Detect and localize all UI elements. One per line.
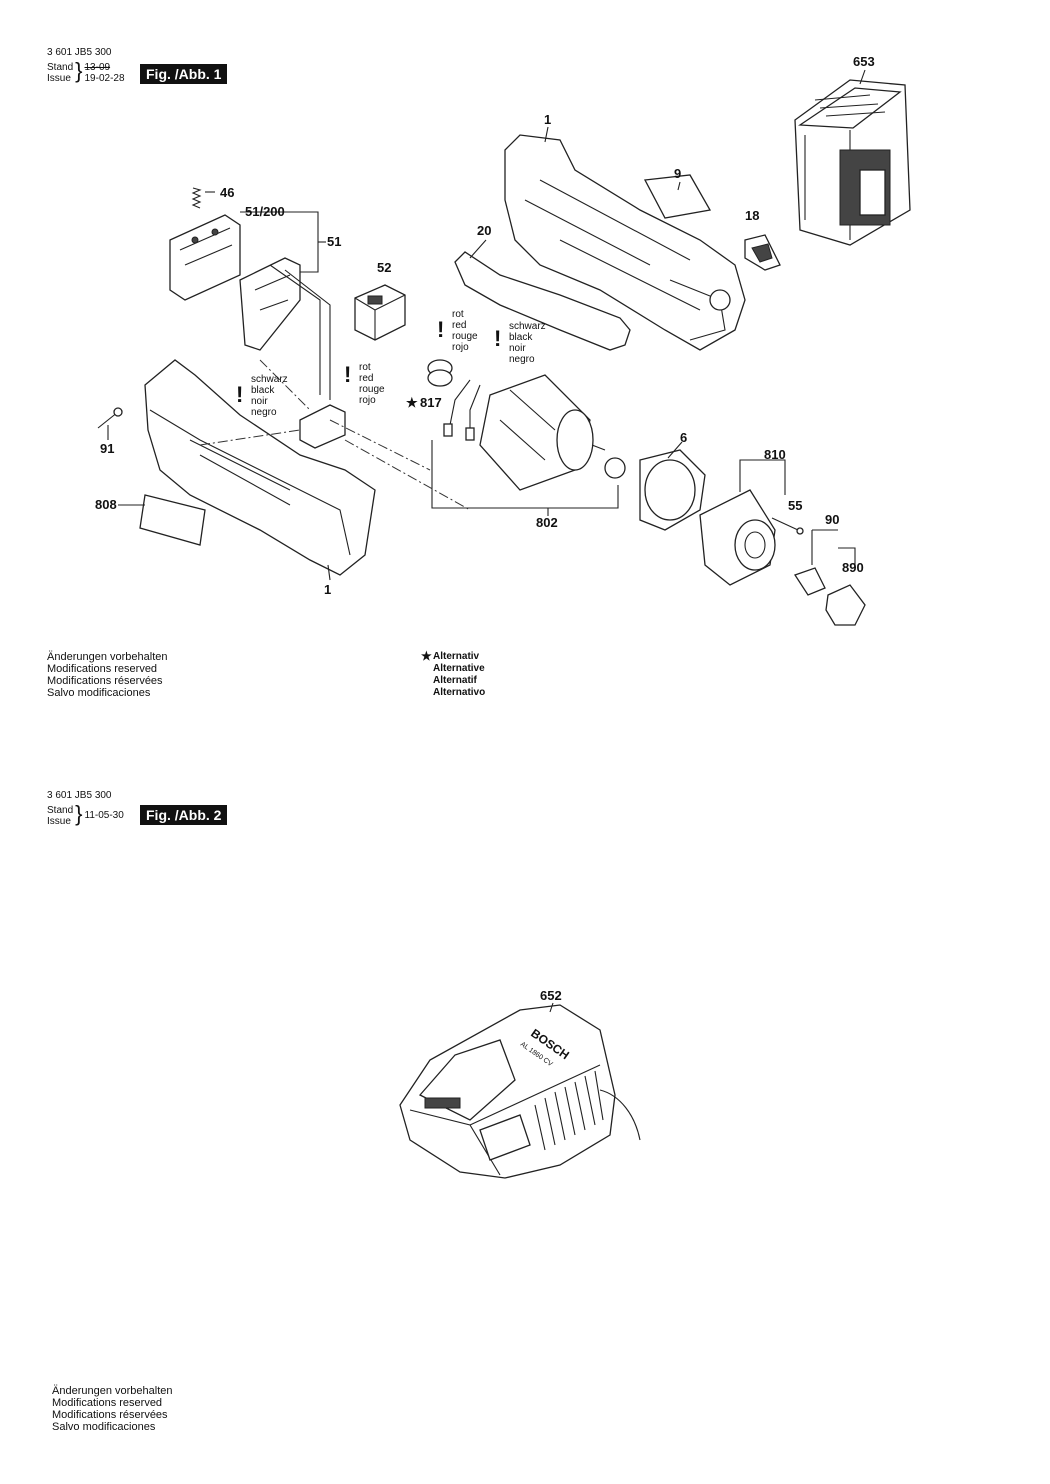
- charger-drawing: BOSCH AL 1860 CV: [399, 1004, 641, 1179]
- svg-text:negro: negro: [251, 407, 277, 418]
- svg-text:red: red: [359, 373, 373, 384]
- svg-text:rouge: rouge: [359, 384, 385, 395]
- part-number-890: 890: [842, 560, 864, 575]
- housing-half-bottom-drawing: [144, 359, 376, 576]
- part-number-55: 55: [788, 498, 802, 513]
- fig1-code: 3 601 JB5 300: [47, 47, 112, 58]
- fig1-part-labels: 653 1 9 18 46 51/200 51 20 52 91 ★ 817 6…: [95, 54, 875, 597]
- rail-20-drawing: [454, 251, 631, 351]
- fig2-code: 3 601 JB5 300: [47, 790, 112, 801]
- svg-text:negro: negro: [509, 354, 535, 365]
- svg-text:rojo: rojo: [359, 395, 376, 406]
- warning-icon: !: [437, 317, 444, 342]
- wire-note-black-right: ! schwarz black noir negro: [494, 321, 546, 365]
- fig2-stand-label: Stand: [47, 805, 74, 816]
- part-number-808: 808: [95, 497, 117, 512]
- module-52-drawing: [354, 284, 406, 341]
- part-number-1-bottom: 1: [324, 582, 331, 597]
- gear-head-810-drawing: [699, 489, 776, 586]
- label-sticker-9-drawing: [643, 174, 712, 219]
- fig2-date: 11-05-30: [84, 810, 124, 821]
- part-number-817: 817: [420, 395, 442, 410]
- svg-text:black: black: [251, 385, 275, 396]
- fig1-issue-date: 19-02-28: [84, 73, 125, 84]
- screw-91-drawing: [97, 407, 123, 429]
- fig2-modifications-note: Änderungen vorbehalten Modifications res…: [52, 1385, 173, 1433]
- part-number-18: 18: [745, 208, 759, 223]
- part-number-51-200: 51/200: [245, 204, 285, 219]
- fig1-stand-label: Stand: [47, 62, 74, 73]
- part-number-1-top: 1: [544, 112, 551, 127]
- fig1-label: Fig. /Abb. 1: [140, 64, 228, 84]
- wire-note-black-left: ! schwarz black noir negro: [236, 374, 288, 418]
- part-number-91: 91: [100, 441, 114, 456]
- motor-802-drawing: [443, 374, 606, 491]
- fig1-issue-label: Issue: [47, 73, 71, 84]
- part-number-90: 90: [825, 512, 839, 527]
- label-808-drawing: [139, 494, 206, 546]
- part-number-51: 51: [327, 234, 341, 249]
- wire-note-red-left: ! rot red rouge rojo: [437, 309, 478, 353]
- screw-55-drawing: [771, 517, 804, 535]
- fig2-header: 3 601 JB5 300 Stand Issue } 11-05-30: [47, 790, 124, 827]
- part-number-9: 9: [674, 166, 681, 181]
- connector-drawing: [299, 404, 346, 449]
- fig1-exploded-diagram: 653 1 9 18 46 51/200 51 20 52 91 ★ 817 6…: [95, 54, 911, 626]
- part-number-652: 652: [540, 988, 562, 1003]
- fig1-modifications-note: Änderungen vorbehalten Modifications res…: [47, 651, 168, 699]
- warning-icon: !: [494, 326, 501, 351]
- switch-plate-51-drawing: [169, 214, 241, 301]
- svg-text:red: red: [452, 320, 466, 331]
- switch-51-drawing: [239, 257, 331, 400]
- warning-icon: !: [344, 362, 351, 387]
- wire-note-red-right: ! rot red rouge rojo: [344, 362, 385, 406]
- part-number-46: 46: [220, 185, 234, 200]
- svg-text:rouge: rouge: [452, 331, 478, 342]
- part-number-6: 6: [680, 430, 687, 445]
- fig2-stand-issue: Stand Issue } 11-05-30: [47, 801, 124, 828]
- charger-brand: BOSCH: [528, 1026, 572, 1062]
- star-817: ★: [406, 395, 418, 410]
- svg-text:schwarz: schwarz: [509, 321, 546, 332]
- part-number-20: 20: [477, 223, 491, 238]
- ring-817-drawing: [427, 359, 453, 387]
- svg-text:rojo: rojo: [452, 342, 469, 353]
- slider-18-drawing: [744, 234, 781, 271]
- part-number-653: 653: [853, 54, 875, 69]
- fig2-label: Fig. /Abb. 2: [140, 805, 228, 825]
- gear-6-drawing: [604, 449, 706, 531]
- fig2-issue-label: Issue: [47, 816, 71, 827]
- fig1-header: 3 601 JB5 300 Stand Issue } 13-09 19-02-…: [47, 47, 125, 84]
- brace-icon: }: [75, 801, 83, 826]
- svg-text:schwarz: schwarz: [251, 374, 288, 385]
- part-number-802: 802: [536, 515, 558, 530]
- battery-pack-drawing: [794, 79, 911, 246]
- spring-46-drawing: [191, 187, 215, 209]
- svg-text:noir: noir: [509, 343, 526, 354]
- svg-text:rot: rot: [359, 362, 371, 373]
- alternative-legend: ★ Alternativ Alternative Alternatif Alte…: [421, 649, 486, 698]
- brace-icon: }: [75, 58, 83, 83]
- fig1-stand-issue: Stand Issue } 13-09 19-02-28: [47, 58, 125, 85]
- housing-half-top-drawing: [504, 134, 746, 351]
- star-icon: ★: [421, 649, 432, 663]
- svg-text:black: black: [509, 332, 533, 343]
- fig1-stand-date: 13-09: [84, 62, 111, 73]
- part-number-810: 810: [764, 447, 786, 462]
- charger-model: AL 1860 CV: [519, 1041, 554, 1068]
- nut-890-drawing: [825, 584, 866, 626]
- warning-icon: !: [236, 382, 243, 407]
- svg-text:noir: noir: [251, 396, 268, 407]
- svg-text:rot: rot: [452, 309, 464, 320]
- collet-90-drawing: [794, 567, 826, 596]
- part-number-52: 52: [377, 260, 391, 275]
